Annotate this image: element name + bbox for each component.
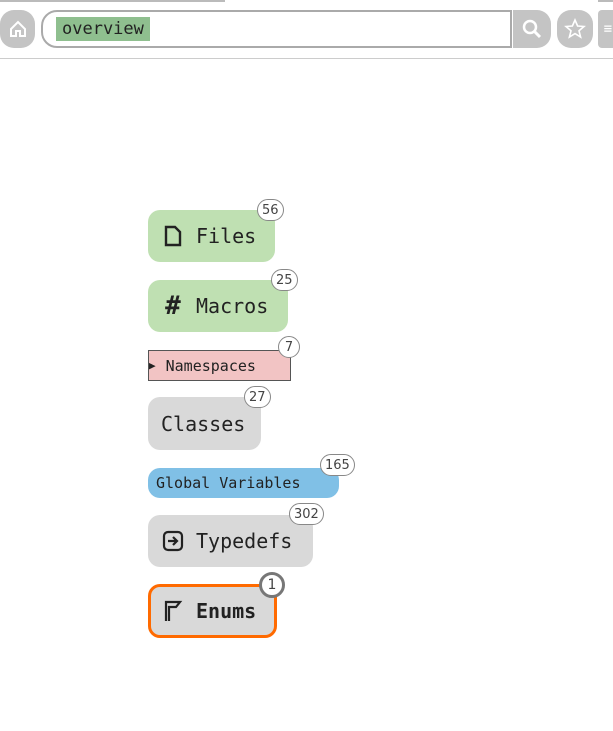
tab-strip — [598, 0, 613, 2]
search-input-value: overview — [56, 17, 150, 41]
bookmark-button[interactable] — [557, 10, 593, 48]
toolbar-divider — [0, 58, 613, 59]
node-label: Global Variables — [156, 474, 301, 492]
count-badge: 27 — [244, 386, 271, 408]
node-files[interactable]: Files — [148, 210, 275, 262]
node-label: Enums — [196, 599, 257, 623]
node-enums[interactable]: Enums — [148, 584, 277, 638]
count-badge: 56 — [257, 199, 284, 221]
node-namespaces[interactable]: ▶ Namespaces — [148, 350, 291, 381]
node-classes[interactable]: Classes — [148, 397, 261, 450]
search-icon — [522, 19, 542, 39]
node-global-variables[interactable]: Global Variables — [148, 468, 339, 498]
expand-triangle-icon[interactable]: ▶ — [149, 359, 156, 372]
tab-strip — [0, 0, 225, 2]
count-badge: 302 — [289, 503, 324, 525]
arrow-into-box-icon — [162, 530, 184, 552]
node-typedefs[interactable]: Typedefs — [148, 515, 313, 567]
menu-icon: ≡ — [603, 21, 613, 37]
node-label: Typedefs — [196, 529, 293, 553]
home-button[interactable] — [0, 10, 35, 48]
hash-icon: # — [165, 291, 181, 321]
search-button[interactable] — [513, 10, 551, 48]
count-badge: 1 — [259, 572, 285, 598]
flag-icon — [162, 600, 184, 622]
count-badge: 7 — [278, 336, 300, 358]
count-badge: 165 — [320, 454, 355, 476]
node-macros[interactable]: # Macros — [148, 280, 288, 332]
node-label: Files — [196, 224, 257, 248]
node-label: Namespaces — [165, 356, 256, 375]
search-input[interactable]: overview — [41, 10, 512, 48]
node-label: Macros — [196, 294, 269, 318]
menu-button[interactable]: ≡ — [598, 10, 613, 48]
star-icon — [564, 18, 586, 39]
file-icon — [162, 225, 184, 247]
node-label: Classes — [161, 411, 246, 436]
count-badge: 25 — [271, 269, 298, 291]
home-icon — [9, 20, 26, 37]
